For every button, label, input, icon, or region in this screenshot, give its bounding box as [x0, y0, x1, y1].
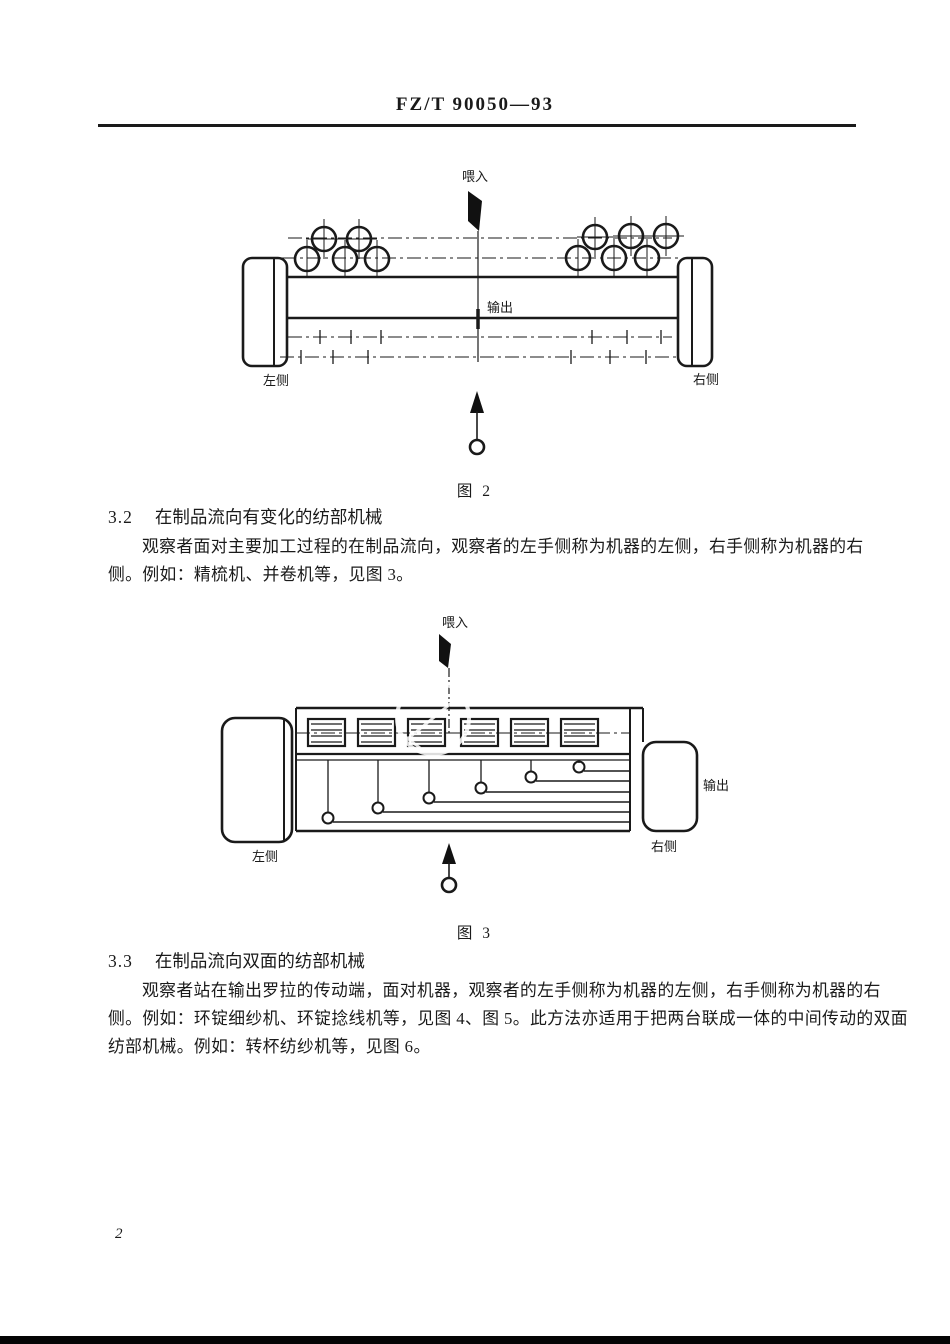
bobbin-icon: [577, 217, 613, 257]
bobbin-icon: [633, 239, 661, 277]
fig2-creel-bobbins: [293, 216, 684, 278]
figure-3-drawing: 喂入 输出: [220, 615, 729, 894]
paragraph-line: 观察者站在输出罗拉的传动端，面对机器，观察者的左手侧称为机器的左侧，右手侧称为机…: [142, 981, 881, 1000]
bobbin-icon: [363, 240, 391, 278]
sliver-path: [371, 760, 630, 815]
fig2-feed-in-label: 喂入: [462, 169, 488, 184]
paragraph-line: 侧。例如：环锭细纱机、环锭捻线机等，见图 4、图 5。此方法亦适用于把两台联成一…: [108, 1009, 908, 1028]
observer-arrow-icon: [440, 843, 458, 894]
sliver-path: [524, 760, 630, 784]
fig3-left-end-block: [220, 716, 294, 844]
page-number: 2: [115, 1226, 123, 1242]
bobbin-icon: [293, 240, 321, 278]
fig2-spindle-rails: [280, 330, 680, 364]
section-3-3-heading: 3.3 在制品流向双面的纺部机械: [108, 948, 365, 973]
standard-code-header: FZ/T 90050—93: [395, 94, 555, 115]
observer-arrow-icon: [468, 391, 486, 456]
section-title: 在制品流向双面的纺部机械: [154, 951, 365, 971]
section-number: 3.2: [108, 507, 133, 527]
bobbin-icon: [613, 216, 649, 256]
fig3-delivery-box: [641, 740, 699, 833]
fig3-feed-in-label: 喂入: [442, 615, 468, 630]
figure-2-drawing: 喂入: [241, 169, 719, 456]
fig2-output-label: 输出: [487, 300, 513, 315]
fig3-output-label: 输出: [703, 778, 729, 793]
fig2-left-end-frame: [241, 256, 289, 368]
fig2-right-side-label: 右侧: [693, 372, 719, 387]
sliver-path: [422, 760, 630, 805]
header-rule: [98, 124, 856, 127]
feed-direction-flag-icon: [468, 191, 482, 231]
sliver-path: [474, 760, 630, 795]
paragraph-line: 纺部机械。例如：转杯纺纱机等，见图 6。: [108, 1037, 431, 1056]
section-3-2-heading: 3.2 在制品流向有变化的纺部机械: [108, 504, 382, 529]
bobbin-icon: [331, 240, 359, 278]
section-title: 在制品流向有变化的纺部机械: [154, 507, 383, 527]
paragraph-line: 侧。例如：精梳机、并卷机等，见图 3。: [108, 565, 414, 584]
fig2-right-end-frame: [676, 256, 714, 368]
section-number: 3.3: [108, 951, 133, 971]
fig3-right-side-label: 右侧: [651, 839, 677, 854]
bobbin-icon: [306, 219, 342, 259]
sliver-path: [321, 760, 630, 825]
scan-edge-bar: [0, 1336, 950, 1344]
bobbin-icon: [564, 239, 592, 277]
fig3-left-side-label: 左侧: [252, 849, 278, 864]
fig2-left-side-label: 左侧: [263, 373, 289, 388]
figure-2-caption: 图 2: [456, 483, 494, 500]
fig3-sliver-paths: [321, 760, 630, 825]
sliver-path: [572, 760, 630, 774]
bobbin-icon: [341, 219, 377, 259]
bobbin-icon: [648, 216, 684, 256]
watermark-stamp: [395, 680, 471, 756]
paragraph-line: 观察者面对主要加工过程的在制品流向，观察者的左手侧称为机器的左侧，右手侧称为机器…: [142, 537, 864, 556]
figure-3-caption: 图 3: [456, 925, 494, 942]
bobbin-icon: [600, 239, 628, 277]
feed-direction-flag-icon: [439, 634, 451, 668]
